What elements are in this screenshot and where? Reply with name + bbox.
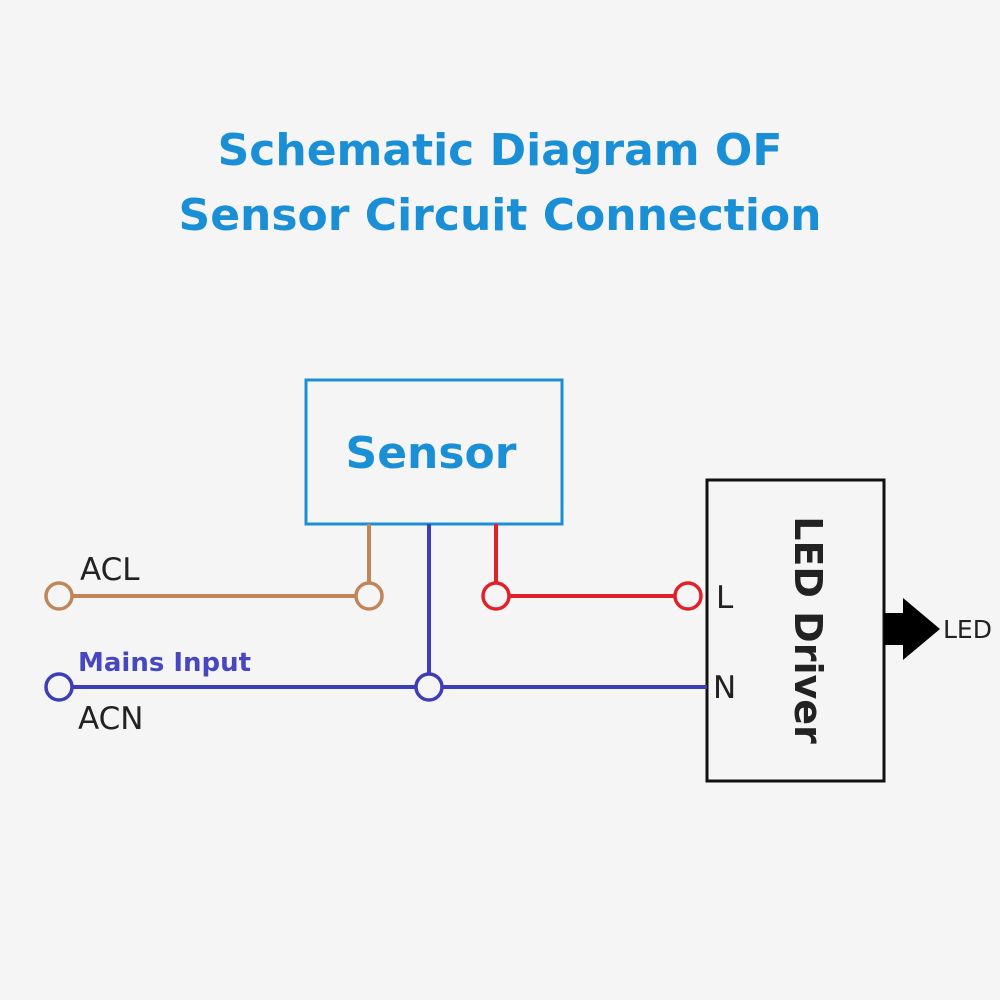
sensor-box — [304, 378, 564, 526]
acn-label: ACN — [78, 701, 144, 737]
sensor-output-terminal — [481, 581, 511, 611]
acl-terminal — [44, 581, 74, 611]
diagram-title-line-2: Sensor Circuit Connection — [178, 190, 822, 241]
mains-input-label: Mains Input — [78, 648, 251, 678]
sensor-label: Sensor — [346, 428, 517, 479]
driver-l-terminal — [673, 581, 703, 611]
led-output-label: LED — [943, 615, 992, 644]
acl-label: ACL — [80, 552, 140, 588]
diagram-title-line-1: Schematic Diagram OF — [217, 125, 783, 176]
acn-terminal — [44, 672, 74, 702]
neutral-junction — [414, 672, 444, 702]
sensor-live-terminal — [354, 581, 384, 611]
driver-l-label: L — [716, 580, 734, 616]
driver-n-label: N — [713, 670, 736, 706]
led-output-arrow — [884, 598, 940, 660]
led-driver-label: LED Driver — [786, 516, 830, 744]
